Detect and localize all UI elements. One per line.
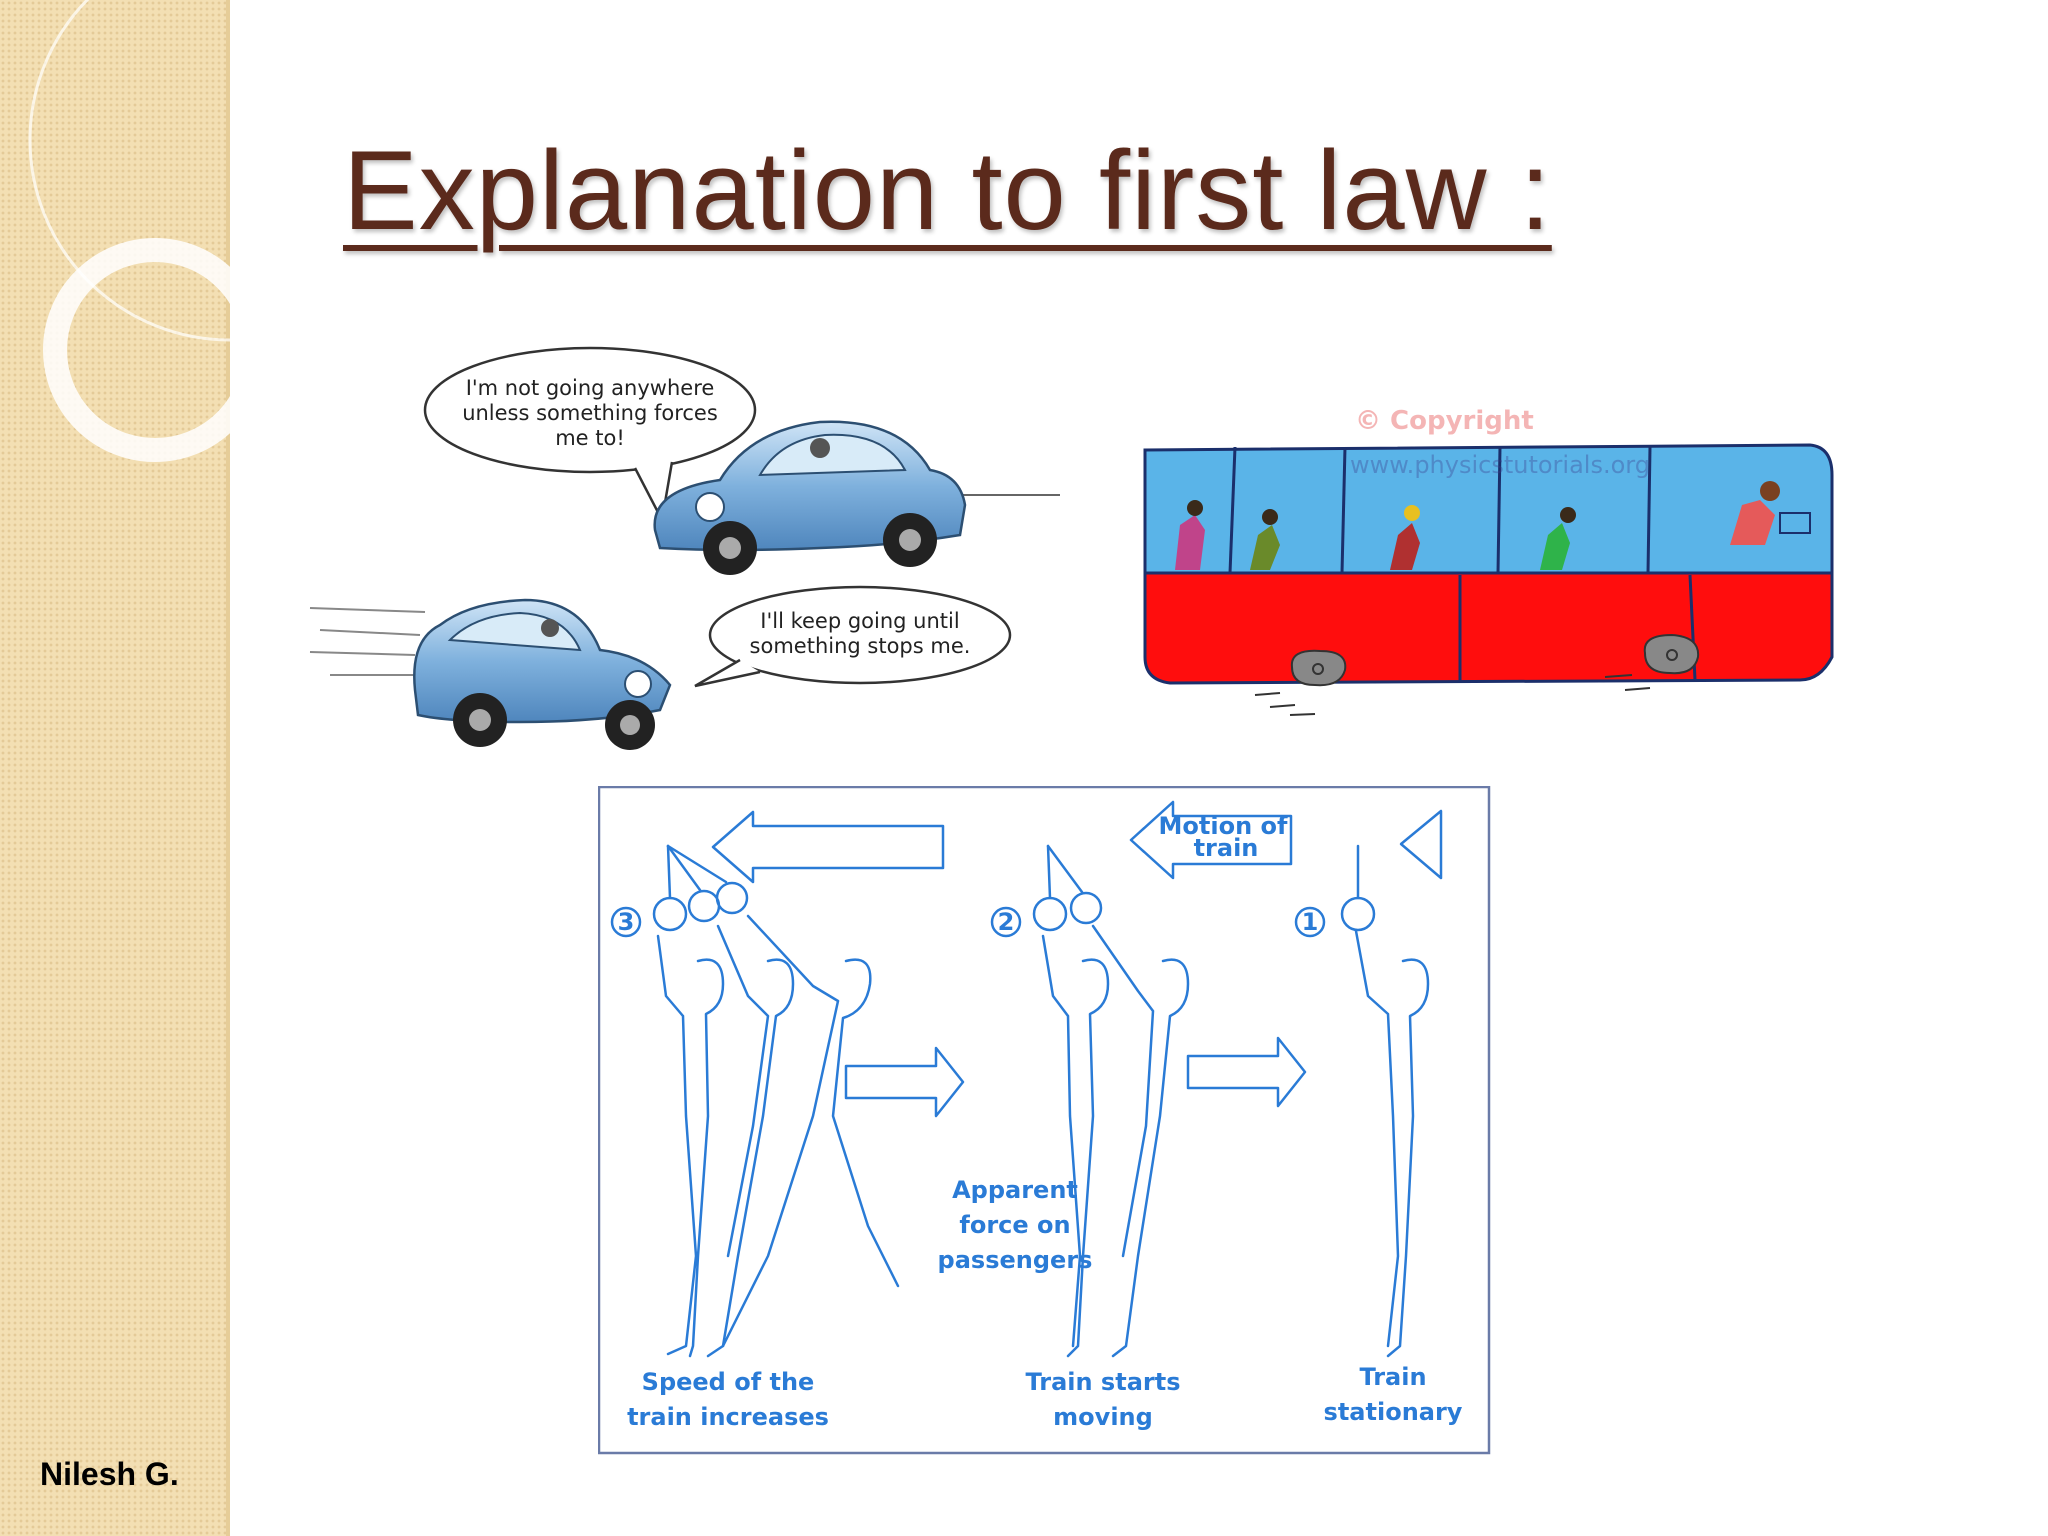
motion-label-line-1: Motion of bbox=[1159, 812, 1288, 840]
apparent-force-line-1: Apparent bbox=[952, 1176, 1078, 1204]
stage-3-caption-line-2: train increases bbox=[627, 1403, 829, 1431]
motion-of-train-arrow bbox=[1129, 800, 1293, 880]
svg-text:3: 3 bbox=[618, 908, 635, 936]
stage-1-caption-line-1: Train bbox=[1359, 1363, 1426, 1391]
apparent-force-arrow-1 bbox=[844, 1046, 965, 1118]
bubble-top-line-1: I'm not going anywhere bbox=[466, 376, 715, 400]
apparent-force-line-2: force on bbox=[959, 1211, 1070, 1239]
stage-number-2: 2 bbox=[990, 906, 1022, 938]
watermark-url: www.physicstutorials.org bbox=[1350, 451, 1650, 479]
deco-circle-large bbox=[28, 0, 330, 342]
train-inertia-diagram: Motion of train 3 2 1 Apparent force on … bbox=[598, 786, 1491, 1455]
motion-triangle-small bbox=[1399, 809, 1443, 880]
parked-car bbox=[653, 420, 1060, 575]
apparent-force-arrow-2 bbox=[1186, 1036, 1307, 1108]
stage-2-caption-line-1: Train starts bbox=[1026, 1368, 1181, 1396]
stage-number-1: 1 bbox=[1294, 906, 1326, 938]
bubble-bottom-line-2: something stops me. bbox=[750, 634, 971, 658]
cars-illustration: I'm not going anywhere unless something … bbox=[309, 346, 1060, 750]
stage-1-figure bbox=[1340, 844, 1430, 1358]
svg-text:2: 2 bbox=[998, 908, 1015, 936]
decorative-circles bbox=[28, 0, 330, 462]
moving-car bbox=[309, 598, 672, 750]
deco-circle-small bbox=[43, 238, 267, 462]
watermark-copyright: © Copyright bbox=[1355, 406, 1534, 436]
stage-3-figures bbox=[652, 844, 900, 1358]
bubble-top-line-2: unless something forces bbox=[462, 401, 718, 425]
speech-bubble-bottom: I'll keep going until something stops me… bbox=[694, 585, 1012, 688]
stage-1-caption-line-2: stationary bbox=[1324, 1398, 1463, 1426]
svg-text:1: 1 bbox=[1302, 908, 1319, 936]
stage-number-3: 3 bbox=[610, 906, 642, 938]
bus-passengers bbox=[1175, 481, 1811, 570]
bubble-bottom-line-1: I'll keep going until bbox=[760, 609, 959, 633]
slide-title: Explanation to first law : bbox=[343, 128, 1552, 253]
motion-arrow-large bbox=[711, 810, 945, 884]
bubble-top-line-3: me to! bbox=[555, 426, 625, 450]
stage-2-caption-line-2: moving bbox=[1053, 1403, 1153, 1431]
sidebar-edge bbox=[226, 0, 230, 1536]
apparent-force-line-3: passengers bbox=[938, 1246, 1093, 1274]
footer-author: Nilesh G. bbox=[40, 1456, 179, 1492]
motion-label-line-2: train bbox=[1194, 834, 1259, 862]
bus-illustration: © Copyright www.physicstutorials.org bbox=[1143, 406, 1834, 716]
stage-3-caption-line-1: Speed of the bbox=[642, 1368, 815, 1396]
diagram-frame bbox=[598, 786, 1491, 1455]
stage-2-figures bbox=[1032, 844, 1190, 1358]
